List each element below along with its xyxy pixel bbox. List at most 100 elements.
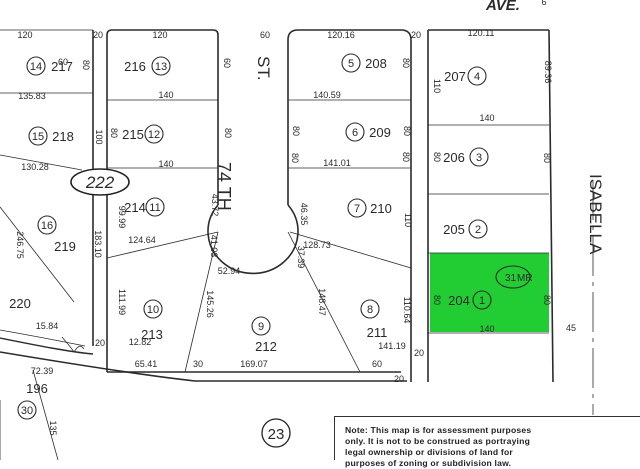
mr-oval xyxy=(495,265,531,289)
parcel-address-217[interactable]: 217 xyxy=(51,59,73,74)
dimension-label: 6 xyxy=(541,0,546,7)
dimension-label: 135.83 xyxy=(18,91,46,101)
note-line-1: Note: This map is for assessment purpose… xyxy=(345,425,532,435)
dimension-label: 141.19 xyxy=(378,341,406,351)
dimension-label: 145.26 xyxy=(205,290,215,318)
parcel-number-3: 3 xyxy=(476,152,482,164)
parcel-address-208[interactable]: 208 xyxy=(365,56,387,71)
dimension-label: 46.35 xyxy=(299,203,309,226)
dimension-label: 20 xyxy=(414,348,424,358)
parcel-number-15: 15 xyxy=(32,131,44,143)
dimension-label: 130.28 xyxy=(21,162,49,172)
dimension-label: 45 xyxy=(566,323,576,333)
parcel-5-circle xyxy=(341,53,361,73)
parcel-address-216[interactable]: 216 xyxy=(124,59,146,74)
parcel-address-205[interactable]: 205 xyxy=(443,222,465,237)
dimension-label: 80 xyxy=(81,60,91,70)
parcel-30-circle xyxy=(17,400,37,420)
dimension-label: 141.01 xyxy=(323,158,351,168)
parcel-address-215[interactable]: 215 xyxy=(122,127,144,142)
dimension-label: 246.75 xyxy=(15,231,25,259)
dimension-label: 80 xyxy=(432,152,442,162)
parcel-16-circle xyxy=(37,215,57,235)
dimension-label: 110.64 xyxy=(402,297,412,324)
parcel-address-213[interactable]: 213 xyxy=(141,327,163,342)
parcel-address-207[interactable]: 207 xyxy=(444,69,466,84)
parcel-address-219[interactable]: 219 xyxy=(54,239,76,254)
parcel-address-210[interactable]: 210 xyxy=(370,201,392,216)
dimension-label: 30 xyxy=(193,359,203,369)
parcel-6-circle xyxy=(345,122,365,142)
parcel-circles xyxy=(17,53,492,420)
dimension-label: 135 xyxy=(48,420,58,435)
parcel-address-212[interactable]: 212 xyxy=(255,339,277,354)
dimension-label: 80 xyxy=(223,128,233,138)
dimension-label: 140.59 xyxy=(313,90,341,100)
parcel-number-2: 2 xyxy=(475,224,481,236)
block-222-oval xyxy=(70,168,130,196)
dimension-label: 140 xyxy=(479,324,494,334)
parcel-number-10: 10 xyxy=(147,304,159,316)
dimension-label: 80 xyxy=(542,153,552,163)
parcel-address-204[interactable]: 204 xyxy=(448,293,470,308)
dimension-label: 60 xyxy=(372,359,382,369)
parcel-address-209[interactable]: 209 xyxy=(369,125,391,140)
parcel-number-7: 7 xyxy=(354,203,360,215)
parcel-address-220[interactable]: 220 xyxy=(9,296,31,311)
street-label-74th-st: ST. xyxy=(254,56,273,81)
dimension-label: 128.73 xyxy=(303,240,331,250)
parcel-address-206[interactable]: 206 xyxy=(443,150,465,165)
parcel-10-circle xyxy=(143,299,163,319)
street-label-ave: AVE. xyxy=(485,0,520,14)
dimension-label: 37.39 xyxy=(296,246,306,269)
parcel-number-13: 13 xyxy=(155,61,167,73)
dimension-label: 120.11 xyxy=(468,28,495,38)
parcel-number-6: 6 xyxy=(352,127,358,139)
parcel-9-circle xyxy=(251,316,271,336)
parcel-8-circle xyxy=(360,299,380,319)
dimension-label: 43.72 xyxy=(210,194,220,217)
note-line-2: only. It is not to be construed as portr… xyxy=(345,436,531,446)
parcel-2-circle xyxy=(468,219,488,239)
dimension-label: 140 xyxy=(479,113,494,123)
assessment-note: Note: This map is for assessment purpose… xyxy=(334,416,640,468)
dimension-label: 140 xyxy=(158,90,173,100)
dimension-label: 140 xyxy=(158,159,173,169)
parcel-7-circle xyxy=(347,198,367,218)
dimension-label: 110 xyxy=(403,213,413,227)
parcel-number-14: 14 xyxy=(30,61,42,73)
street-label-isabella: ISABELLA xyxy=(586,174,605,255)
block-23-label: 23 xyxy=(268,426,285,443)
dimension-label: 120.16 xyxy=(327,30,355,40)
dimension-label: 110 xyxy=(432,79,442,93)
note-line-3: legal ownership or divisions of land for xyxy=(345,447,513,457)
dimension-label: 99.99 xyxy=(117,206,127,229)
dimension-label: 20 xyxy=(394,374,404,384)
dimension-label: 100 xyxy=(94,129,104,144)
parcel-address-218[interactable]: 218 xyxy=(52,129,74,144)
block-23-circle xyxy=(261,418,291,448)
dimension-label: 60 xyxy=(260,30,270,40)
parcel-address-214[interactable]: 214 xyxy=(124,200,146,215)
dimension-label: 41.03 xyxy=(209,235,219,258)
dimension-label: 80 xyxy=(290,153,300,163)
dimension-label: 80 xyxy=(291,126,301,136)
dimension-label: 80 xyxy=(401,152,411,162)
dimension-label: 148.47 xyxy=(317,288,327,316)
parcel-14-circle xyxy=(26,56,46,76)
parcel-number-1: 1 xyxy=(479,295,485,307)
parcel-address-211[interactable]: 211 xyxy=(367,325,388,340)
highlighted-parcel-204[interactable] xyxy=(430,253,549,332)
dimension-label: 124.64 xyxy=(128,235,156,245)
parcel-address-196[interactable]: 196 xyxy=(26,381,48,396)
dimension-label: 80 xyxy=(432,295,442,305)
dimension-label: 80 xyxy=(401,58,411,68)
dimension-label: 60 xyxy=(222,58,232,68)
parcel-13-circle xyxy=(151,56,171,76)
dimension-label: 111.99 xyxy=(117,289,127,315)
dimension-label: 60 xyxy=(58,57,68,67)
dimension-label: 183.10 xyxy=(93,230,103,258)
dimension-label: 20 xyxy=(95,338,105,348)
